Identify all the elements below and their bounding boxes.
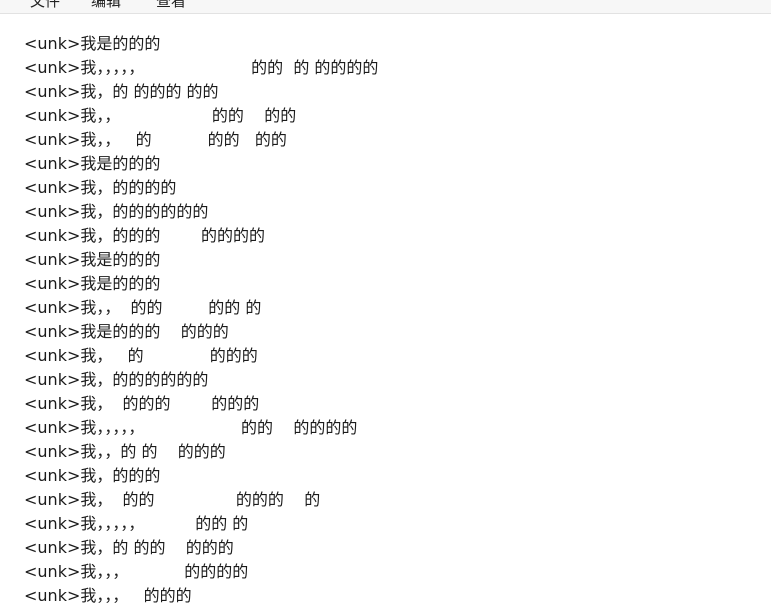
menu-file[interactable]: 文件	[30, 0, 61, 10]
text-line: <unk>我，的 的的的 的的	[24, 82, 219, 101]
text-line: <unk>我，的的的 的的的的	[24, 226, 266, 245]
text-line: <unk>我，， 的的 的的	[24, 106, 297, 125]
text-line: <unk>我，，， 的的的	[24, 586, 192, 605]
menu-bar: 文件 编辑 查看	[0, 0, 771, 14]
text-line: <unk>我，的的的	[24, 466, 161, 485]
text-line: <unk>我是的的的	[24, 250, 161, 269]
text-line: <unk>我是的的的	[24, 34, 161, 53]
text-line: <unk>我是的的的	[24, 154, 161, 173]
text-line: <unk>我，的的的的	[24, 178, 177, 197]
text-line: <unk>我，，的 的 的的的	[24, 442, 226, 461]
text-line: <unk>我，的 的的 的的的	[24, 538, 234, 557]
text-line: <unk>我， 的的 的的的 的	[24, 490, 321, 509]
document-text-area[interactable]: <unk>我是的的的 <unk>我，，，，， 的的 的 的的的的 <unk>我，…	[0, 14, 771, 610]
text-line: <unk>我，的的的的的的	[24, 370, 209, 389]
text-line: <unk>我是的的的 的的的	[24, 322, 229, 341]
text-line: <unk>我，， 的 的的 的的	[24, 130, 287, 149]
text-line: <unk>我，的的的的的的	[24, 202, 209, 221]
text-line: <unk>我， 的 的的的	[24, 346, 258, 365]
text-line: <unk>我是的的的	[24, 274, 161, 293]
text-line: <unk>我，，，，， 的的 的 的的的的	[24, 58, 379, 77]
menu-edit[interactable]: 编辑	[91, 0, 122, 10]
text-line: <unk>我， 的的的 的的的	[24, 394, 260, 413]
text-line: <unk>我，， 的的 的的 的	[24, 298, 262, 317]
text-line: <unk>我，，，，， 的的 的的的的	[24, 418, 358, 437]
text-line: <unk>我，，， 的的的的	[24, 562, 249, 581]
menu-view[interactable]: 查看	[156, 0, 187, 10]
text-line: <unk>我，，，，， 的的 的	[24, 514, 249, 533]
